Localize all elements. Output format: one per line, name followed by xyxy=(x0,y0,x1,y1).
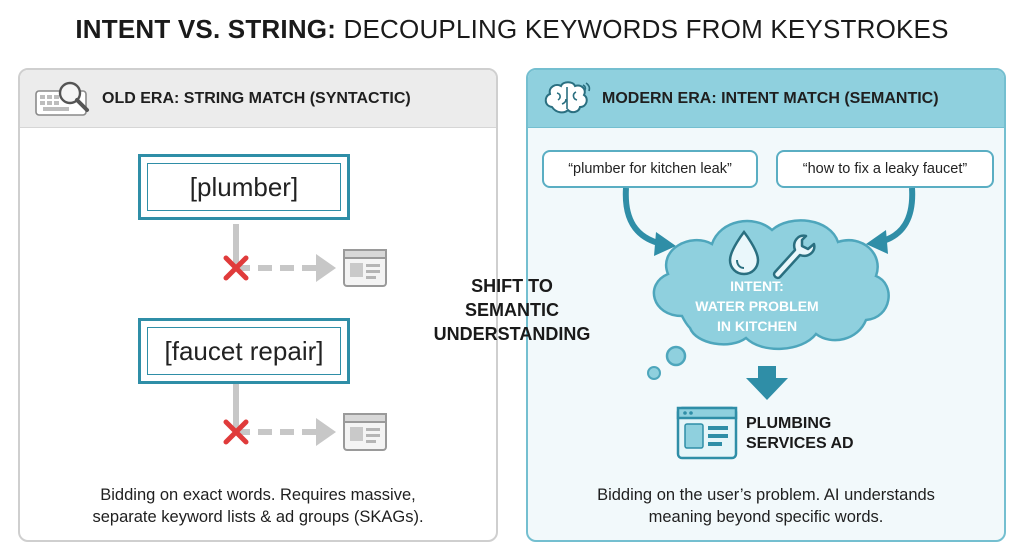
keyword-box-faucet-repair: [faucet repair] xyxy=(138,318,350,384)
modern-era-caption-line1: Bidding on the user’s problem. AI unders… xyxy=(597,486,935,504)
old-era-caption-line2: separate keyword lists & ad groups (SKAG… xyxy=(92,508,424,526)
keyword-box-plumber: [plumber] xyxy=(138,154,350,220)
intent-label-line2: WATER PROBLEM xyxy=(695,298,819,314)
old-era-caption: Bidding on exact words. Requires massive… xyxy=(20,484,496,528)
curved-arrow-head-left xyxy=(654,232,676,256)
cross-icon-1 xyxy=(223,255,249,281)
modern-era-caption-line2: meaning beyond specific words. xyxy=(648,508,884,526)
shift-label-line1: SHIFT TO xyxy=(471,276,553,296)
arrow-head-2 xyxy=(316,418,336,446)
title-bold: INTENT VS. STRING: xyxy=(75,14,337,44)
intent-label: INTENT: WATER PROBLEM IN KITCHEN xyxy=(672,276,842,336)
arrow-head-1 xyxy=(316,254,336,282)
title-rest: DECOUPLING KEYWORDS FROM KEYSTROKES xyxy=(343,14,949,44)
curved-arrow-head-right xyxy=(866,230,888,254)
brain-icon xyxy=(544,80,591,113)
modern-era-caption: Bidding on the user’s problem. AI unders… xyxy=(528,484,1004,528)
ad-page-icon-2 xyxy=(343,413,387,451)
plumbing-ad-line1: PLUMBING xyxy=(746,415,832,432)
modern-era-header: MODERN ERA: INTENT MATCH (SEMANTIC) xyxy=(528,70,1004,128)
intent-cloud-graphic xyxy=(622,187,916,400)
old-era-caption-line1: Bidding on exact words. Requires massive… xyxy=(100,486,416,504)
ad-page-icon-1 xyxy=(343,249,387,287)
intent-label-line1: INTENT: xyxy=(730,278,784,294)
shift-label: SHIFT TO SEMANTIC UNDERSTANDING xyxy=(416,274,608,346)
old-era-panel: OLD ERA: STRING MATCH (SYNTACTIC) [plumb… xyxy=(18,68,498,542)
query-bubble-2: “how to fix a leaky faucet” xyxy=(776,150,994,188)
modern-era-header-label: MODERN ERA: INTENT MATCH (SEMANTIC) xyxy=(602,89,939,107)
shift-label-line2: SEMANTIC xyxy=(465,300,559,320)
shift-label-line3: UNDERSTANDING xyxy=(433,324,591,344)
thought-dot-2 xyxy=(647,366,661,380)
intent-cloud xyxy=(652,219,890,350)
intent-label-line3: IN KITCHEN xyxy=(716,318,798,334)
query-bubble-1: “plumber for kitchen leak” xyxy=(542,150,758,188)
old-era-header-label: OLD ERA: STRING MATCH (SYNTACTIC) xyxy=(102,89,411,107)
wrench-icon xyxy=(772,234,816,280)
plumbing-ad-label: PLUMBING SERVICES AD xyxy=(746,414,906,454)
thought-dot-1 xyxy=(665,345,687,367)
old-era-header: OLD ERA: STRING MATCH (SYNTACTIC) xyxy=(20,70,496,128)
keyboard-magnifier-icon xyxy=(35,81,89,116)
down-arrow xyxy=(746,366,788,400)
failed-match-connectors xyxy=(223,224,336,446)
page-title: INTENT VS. STRING: DECOUPLING KEYWORDS F… xyxy=(0,14,1024,45)
plumbing-ad-line2: SERVICES AD xyxy=(746,435,854,452)
cross-icon-2 xyxy=(223,419,249,445)
ad-browser-icon xyxy=(676,406,738,460)
